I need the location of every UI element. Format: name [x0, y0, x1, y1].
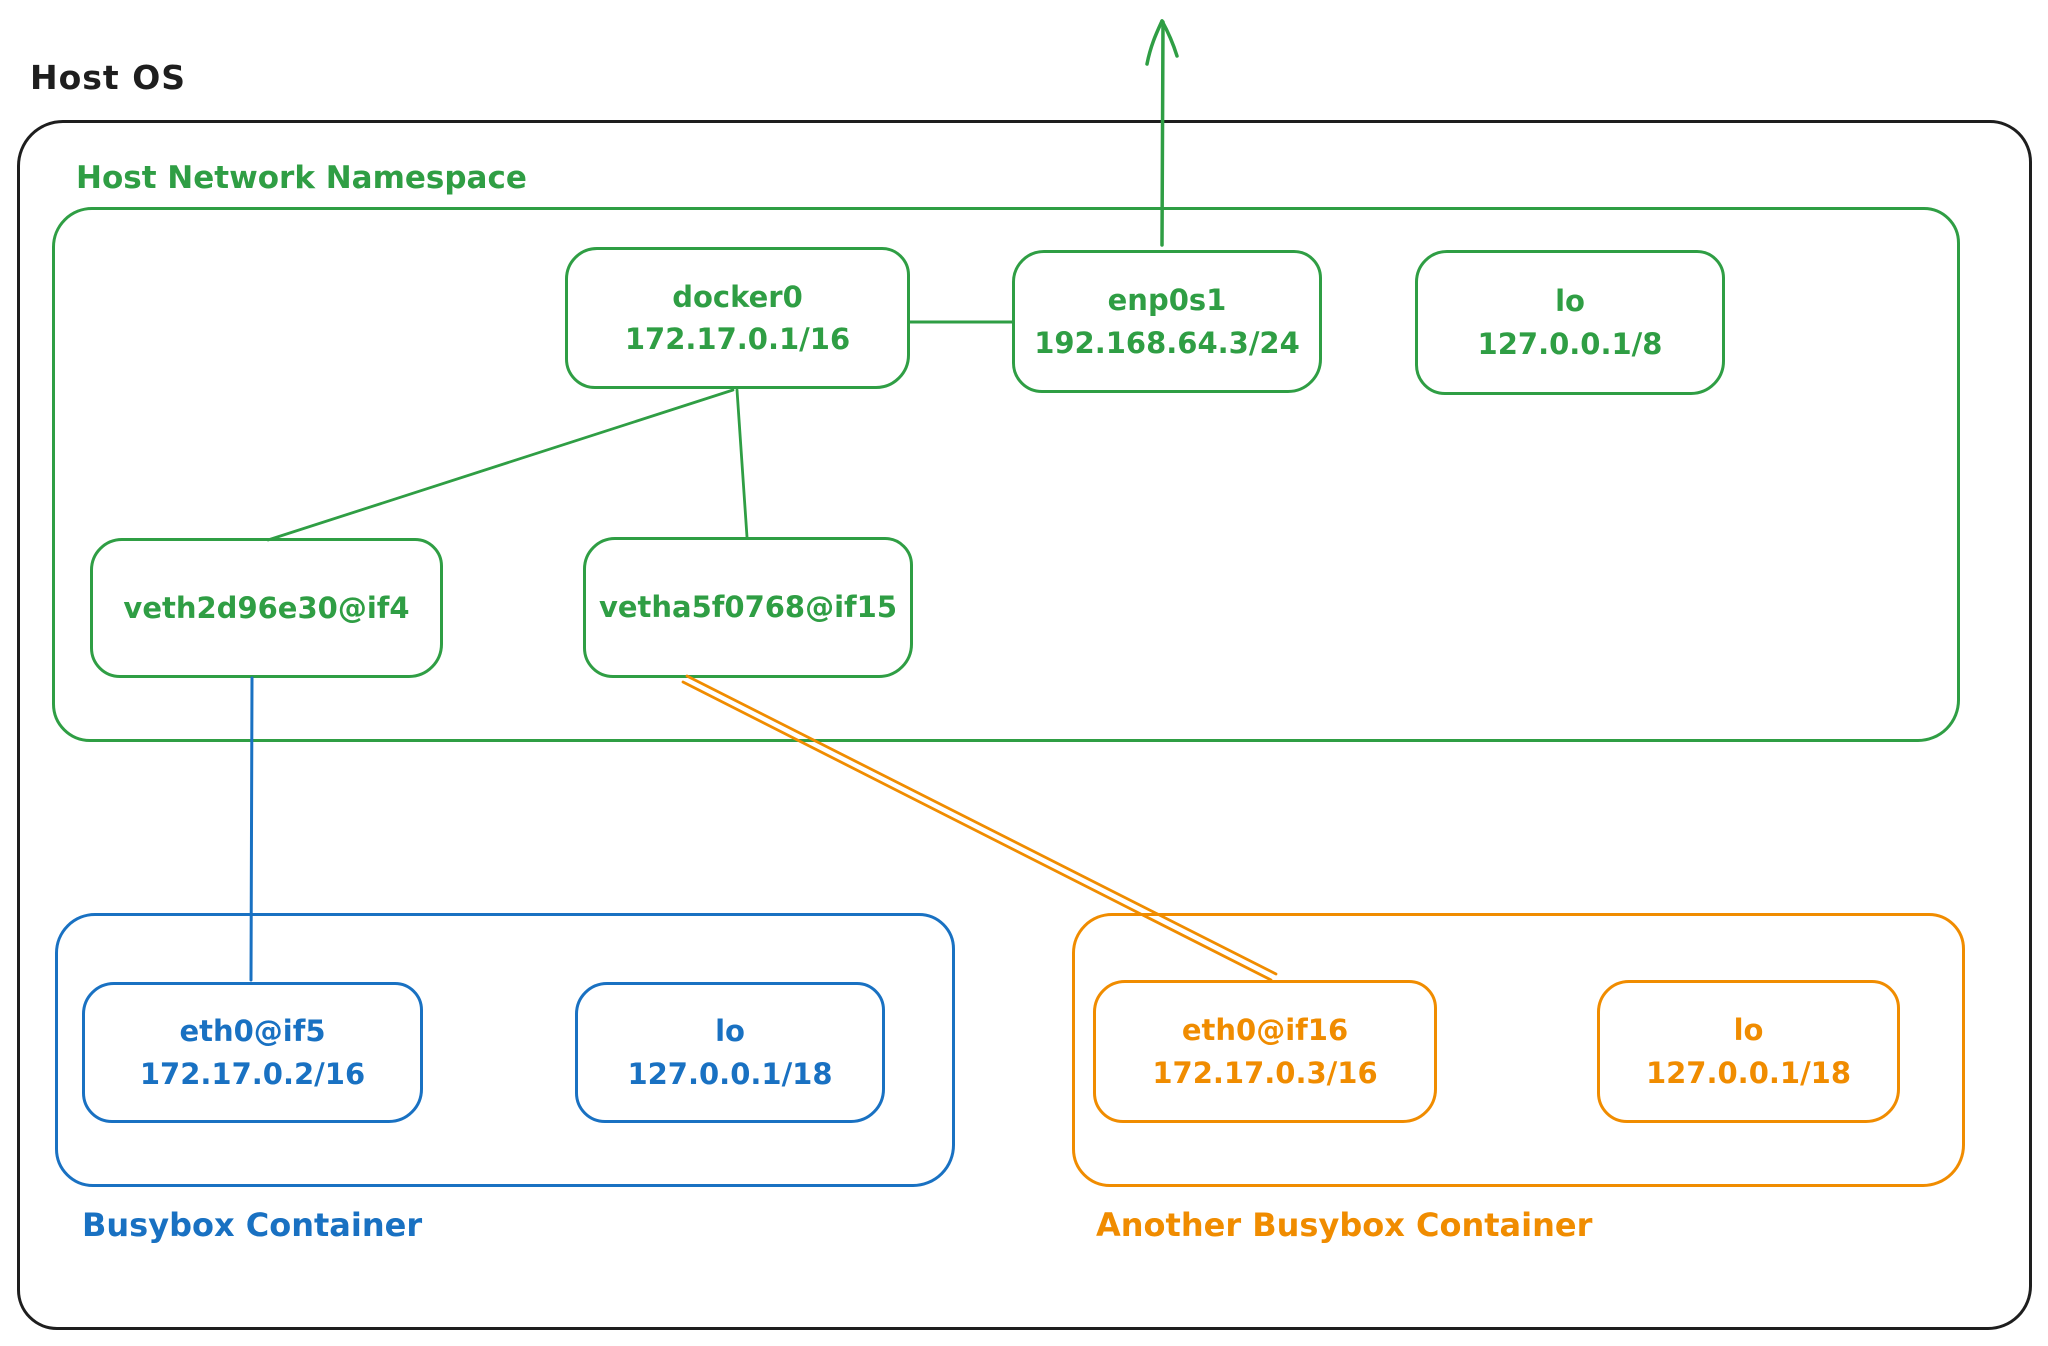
node-host-lo: lo 127.0.0.1/8 [1415, 250, 1725, 395]
node-host-lo-ip: 127.0.0.1/8 [1477, 326, 1663, 361]
node-vetha5f0768: vetha5f0768@if15 [583, 537, 913, 678]
host-os-boundary [17, 120, 2032, 1330]
node-vetha5f0768-name: vetha5f0768@if15 [598, 590, 898, 625]
node-host-lo-name: lo [1555, 284, 1585, 319]
node-veth2d96e30: veth2d96e30@if4 [90, 538, 443, 678]
uplink-arrow-head-right [1160, 19, 1179, 58]
node-eth0if5: eth0@if5 172.17.0.2/16 [82, 982, 423, 1123]
node-busybox-lo-ip: 127.0.0.1/18 [627, 1056, 833, 1091]
node-veth2d96e30-name: veth2d96e30@if4 [123, 590, 410, 625]
busybox-container-boundary [55, 913, 955, 1187]
node-eth0if16-ip: 172.17.0.3/16 [1152, 1055, 1378, 1090]
node-enp0s1: enp0s1 192.168.64.3/24 [1012, 250, 1322, 393]
node-docker0-name: docker0 [672, 279, 803, 314]
node-busybox-lo-name: lo [715, 1014, 745, 1049]
node-eth0if5-name: eth0@if5 [179, 1014, 326, 1049]
uplink-arrow-head-left [1145, 19, 1164, 66]
node-eth0if16-name: eth0@if16 [1181, 1013, 1349, 1048]
node-docker0-ip: 172.17.0.1/16 [624, 322, 851, 356]
another-busybox-container-label: Another Busybox Container [1096, 1206, 1593, 1244]
node-busybox2-lo-name: lo [1733, 1013, 1764, 1048]
node-busybox-lo: lo 127.0.0.1/18 [575, 982, 885, 1123]
node-eth0if16: eth0@if16 172.17.0.3/16 [1093, 980, 1437, 1123]
host-os-label: Host OS [30, 58, 187, 97]
host-network-namespace-label: Host Network Namespace [76, 160, 527, 196]
busybox-container-label: Busybox Container [82, 1206, 423, 1244]
node-docker0: docker0 172.17.0.1/16 [565, 247, 910, 389]
node-enp0s1-name: enp0s1 [1107, 283, 1227, 318]
node-eth0if5-ip: 172.17.0.2/16 [139, 1056, 366, 1091]
node-enp0s1-ip: 192.168.64.3/24 [1034, 325, 1300, 360]
node-busybox2-lo-ip: 127.0.0.1/18 [1645, 1055, 1852, 1090]
node-busybox2-lo: lo 127.0.0.1/18 [1597, 980, 1900, 1123]
another-busybox-container-boundary [1072, 913, 1965, 1187]
